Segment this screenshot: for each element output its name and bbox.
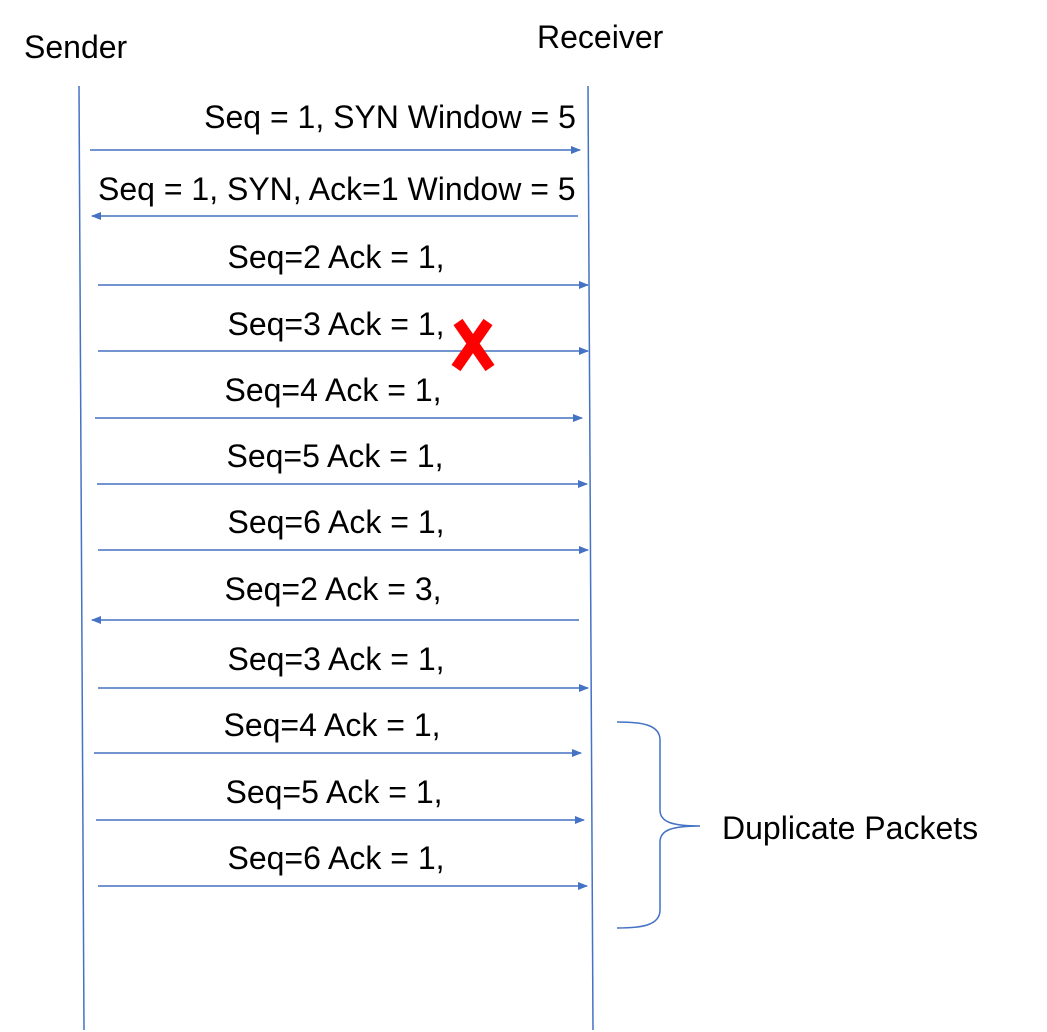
message-label: Seq=3 Ack = 1,	[227, 641, 444, 677]
message-label: Seq = 1, SYN Window = 5	[204, 99, 576, 135]
message-list: Seq = 1, SYN Window = 5 Seq = 1, SYN, Ack…	[90, 99, 589, 890]
message-label: Seq=3 Ack = 1,	[227, 306, 444, 342]
duplicate-packets-label: Duplicate Packets	[722, 810, 978, 846]
message-label: Seq=2 Ack = 3,	[224, 571, 441, 607]
sender-label: Sender	[24, 29, 128, 65]
message-label: Seq = 1, SYN, Ack=1 Window = 5	[98, 171, 576, 207]
message-label: Seq=2 Ack = 1,	[227, 239, 444, 275]
message-label: Seq=5 Ack = 1,	[226, 438, 443, 474]
receiver-lifeline	[587, 85, 594, 1031]
message-label: Seq=5 Ack = 1,	[225, 774, 442, 810]
duplicate-packets-brace	[616, 721, 701, 929]
packet-lost-x-icon	[451, 318, 495, 372]
message-label: Seq=6 Ack = 1,	[227, 504, 444, 540]
sender-lifeline	[78, 85, 85, 1031]
receiver-label: Receiver	[537, 19, 664, 55]
message-label: Seq=4 Ack = 1,	[223, 707, 440, 743]
x-stroke	[451, 318, 493, 372]
message-label: Seq=6 Ack = 1,	[227, 840, 444, 876]
message-label: Seq=4 Ack = 1,	[224, 372, 441, 408]
